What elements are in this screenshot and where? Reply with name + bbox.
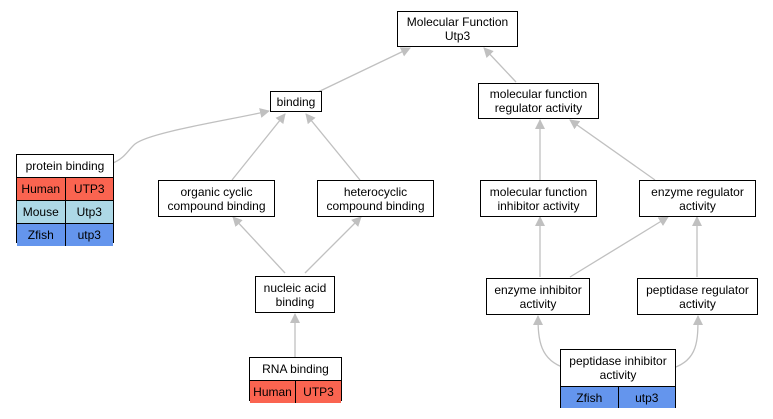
card-rna-binding[interactable]: RNA binding Human UTP3 [249,357,342,403]
node-mf-regulator-activity[interactable]: molecular function regulator activity [478,83,599,119]
node-heterocyclic-compound-binding[interactable]: heterocyclic compound binding [317,180,434,217]
species-name: Mouse [22,205,59,219]
species-name: Zfish [27,228,54,242]
edge-heterocyclic-to-binding [305,113,361,181]
node-organic-cyclic-compound-binding[interactable]: organic cyclic compound binding [158,180,275,217]
species-name: Human [253,385,292,399]
node-label: enzyme inhibitor activity [494,282,582,311]
species-row-human: Human UTP3 [250,381,341,403]
gene-symbol[interactable]: utp3 [617,387,676,408]
card-peptidase-inhibitor-activity[interactable]: peptidase inhibitor activity Zfish utp3 [560,349,676,408]
card-title: peptidase inhibitor activity [561,350,675,387]
node-label: molecular function inhibitor activity [489,184,588,213]
edge-regulator-to-mf [483,47,517,83]
species-row-human: Human UTP3 [17,178,113,201]
node-binding[interactable]: binding [270,91,322,112]
card-title: protein binding [17,155,113,178]
edge-nucleic-to-organic [232,216,286,274]
node-label: molecular function regulator activity [489,87,588,115]
edge-enzreg-to-regulator [569,119,656,181]
edge-nucleic-to-heterocyclic [304,216,362,274]
species-name: Zfish [576,390,603,405]
node-peptidase-regulator-activity[interactable]: peptidase regulator activity [637,278,758,315]
gene-symbol[interactable]: UTP3 [64,178,114,200]
node-nucleic-acid-binding[interactable]: nucleic acid binding [255,276,335,313]
node-label: enzyme regulator activity [651,184,744,213]
node-enzyme-inhibitor-activity[interactable]: enzyme inhibitor activity [486,278,590,315]
edge-pepinhib-to-enzinhib [533,315,566,369]
node-label: binding [276,94,316,109]
edge-organic-to-binding [231,113,286,181]
species-name: Human [21,182,61,196]
gene-symbol[interactable]: UTP3 [295,381,341,403]
card-title-text: peptidase inhibitor activity [569,354,667,382]
node-enzyme-regulator-activity[interactable]: enzyme regulator activity [639,180,756,217]
node-mf-inhibitor-activity[interactable]: molecular function inhibitor activity [480,180,597,217]
node-label: nucleic acid binding [263,280,327,309]
edge-enzinhib-to-enzreg [569,216,669,278]
gene-symbol[interactable]: Utp3 [64,201,114,223]
edge-pepinhib-to-pepreg [672,315,703,369]
card-title-text: RNA binding [262,362,329,376]
gene-symbol[interactable]: utp3 [64,224,114,246]
species-row-zfish: Zfish utp3 [17,224,113,246]
node-label: peptidase regulator activity [646,282,749,311]
card-title-text: protein binding [25,159,105,173]
card-protein-binding[interactable]: protein binding Human UTP3 Mouse Utp3 Zf… [16,154,114,246]
node-molecular-function-utp3[interactable]: Molecular Function Utp3 [397,11,518,47]
species-row-mouse: Mouse Utp3 [17,201,113,224]
node-label: heterocyclic compound binding [326,184,425,213]
edge-protein-binding-to-binding [112,108,270,164]
species-row-zfish: Zfish utp3 [561,387,675,408]
node-label: Molecular Function Utp3 [406,15,509,43]
edge-binding-to-mf [317,47,411,93]
card-title: RNA binding [250,358,341,381]
node-label: organic cyclic compound binding [167,184,266,213]
